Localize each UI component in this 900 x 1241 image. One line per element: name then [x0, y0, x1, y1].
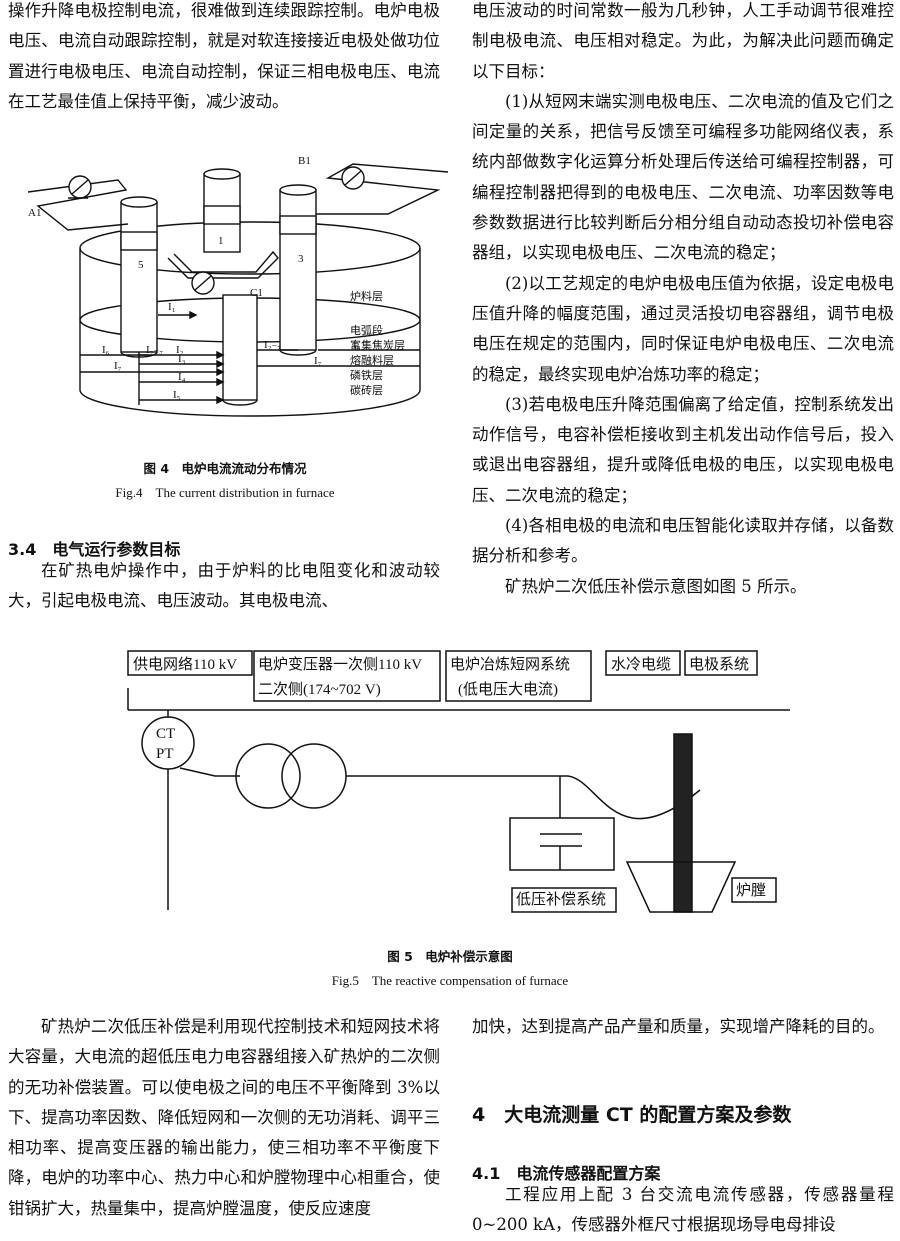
paragraph: 矿热炉二次低压补偿是利用现代控制技术和短网技术将大容量，大电流的超低压电力电容器…: [8, 1017, 440, 1218]
layer-label-arc: 电弧段: [350, 323, 383, 337]
label-I3: I₃: [178, 353, 186, 365]
box-cable: [605, 650, 681, 676]
furnace-shape: [625, 861, 737, 913]
box-transformer-label-2: 二次侧(174~702 V): [258, 681, 381, 698]
goal-3: (3)若电极电压升降范围偏离了给定值，控制系统发出动作信号，电容补偿柜接收到主机…: [472, 394, 894, 505]
furnace-bottom-rim: [79, 389, 421, 417]
left-bottom-text: 矿热炉二次低压补偿是利用现代控制技术和短网技术将大容量，大电流的超低压电力电容器…: [8, 1012, 440, 1224]
box-transformer: [253, 650, 441, 702]
section-3-4-text: 在矿热电炉操作中，由于炉料的比电阻变化和波动较大，引起电极电流、电压波动。其电极…: [8, 556, 440, 617]
layer-label-phosphorus-iron: 磷铁层: [350, 369, 383, 382]
box-shortnet-label-2: (低电压大电流): [458, 681, 558, 698]
goal-4: (4)各相电极的电流和电压智能化读取并存储，以备数据分析和参考。: [472, 516, 894, 566]
box-supply-label: 供电网络110 kV: [133, 656, 237, 673]
figure-5-caption-cn: 图 5 电炉补偿示意图: [387, 949, 513, 964]
label-A1: A1: [28, 207, 41, 219]
layer-label-burden: 炉料层: [350, 289, 383, 303]
paragraph: 矿热炉二次低压补偿示意图如图 5 所示。: [505, 576, 807, 596]
box-shortnet-label-1: 电炉冶炼短网系统: [450, 656, 570, 673]
label-I4: I₄: [178, 371, 186, 383]
figure-4-furnace-diagram: A1 B1 C1 1 3 5 I₁ I₆ I₂₋₇ I₂ I₂₋₇ I₆ I₇ …: [28, 155, 448, 417]
label-I7-left: I₇: [114, 360, 122, 372]
ct-label: CT: [156, 726, 175, 742]
label-C1: C1: [250, 287, 263, 299]
transformer-coil-2-icon: [281, 743, 347, 809]
box-electrode-label: 电极系统: [689, 656, 749, 673]
layer-label-coke: 富集焦炭层: [350, 338, 405, 352]
paragraph: 加快，达到提高产品产量和质量，实现增产降耗的目的。: [472, 1017, 885, 1036]
left-top-text: 操作升降电极控制电流，很难做到连续跟踪控制。电炉电极电压、电流自动跟踪控制，就是…: [8, 0, 440, 117]
right-bottom-text: 加快，达到提高产品产量和质量，实现增产降耗的目的。: [472, 1012, 894, 1042]
section-4-1-heading: 4.1 电流传感器配置方案: [472, 1164, 661, 1183]
electrode-3: [279, 189, 317, 351]
box-supply: [127, 650, 253, 676]
figure-5-compensation-diagram: 供电网络110 kV 电炉变压器一次侧110 kV 二次侧(174~702 V)…: [127, 650, 790, 913]
label-I5: I₅: [173, 389, 181, 401]
busbar-b: [316, 163, 448, 215]
box-cable-label: 水冷电缆: [611, 656, 671, 673]
transformer-coil-1-icon: [235, 743, 301, 809]
label-I7-right: I₇: [314, 355, 322, 367]
goal-2: (2)以工艺规定的电炉电极电压值为依据，设定电极电压值升降的幅度范围，通过灵活投…: [472, 273, 894, 384]
section-4-1-text: 工程应用上配 3 台交流电流传感器，传感器量程 0~200 kA，传感器外框尺寸…: [472, 1180, 894, 1241]
figure-4-caption-en: Fig.4 The current distribution in furnac…: [115, 485, 335, 500]
label-electrode-3: 3: [298, 253, 304, 265]
box-shortnet: [445, 650, 592, 702]
comp-box: [509, 817, 615, 871]
right-top-text: 电压波动的时间常数一般为几秒钟，人工手动调节很难控制电极电流、电压相对稳定。为此…: [472, 0, 894, 602]
box-electrode: [684, 650, 758, 676]
paragraph: 在矿热电炉操作中，由于炉料的比电阻变化和波动较大，引起电极电流、电压波动。其电极…: [8, 561, 440, 611]
electrode-bar: [673, 733, 693, 913]
layer-label-carbon-brick: 碳砖层: [350, 383, 383, 397]
cable-curve: [567, 775, 701, 820]
section-4-heading: 4 大电流测量 CT 的配置方案及参数: [472, 1104, 792, 1126]
label-I27-left: I₂₋₇: [146, 344, 163, 356]
label-I1: I₁: [168, 301, 176, 313]
pt-label: PT: [156, 746, 174, 762]
paragraph: 工程应用上配 3 台交流电流传感器，传感器量程 0~200 kA，传感器外框尺寸…: [472, 1185, 894, 1235]
figure-4-caption-cn: 图 4 电炉电流流动分布情况: [143, 461, 307, 476]
label-I27-right: I₂₋₇: [264, 339, 281, 351]
figure-5-caption-en: Fig.5 The reactive compensation of furna…: [331, 973, 569, 988]
label-electrode-1: 1: [218, 235, 224, 247]
section-3-4-heading: 3.4 电气运行参数目标: [8, 540, 181, 559]
label-I6-left: I₆: [102, 344, 110, 356]
goal-1: (1)从短网末端实测电极电压、二次电流的值及它们之间定量的关系，把信号反馈至可编…: [472, 91, 894, 263]
paragraph: 电压波动的时间常数一般为几秒钟，人工手动调节很难控制电极电流、电压相对稳定。为此…: [472, 1, 894, 81]
paragraph: 操作升降电极控制电流，很难做到连续跟踪控制。电炉电极电压、电流自动跟踪控制，就是…: [8, 1, 440, 111]
label-electrode-5: 5: [138, 259, 144, 271]
label-I2: I₂: [176, 344, 184, 356]
label-I6-right: I₆: [353, 339, 361, 351]
layer-label-molten: 熔融料层: [350, 353, 394, 367]
comp-label: 低压补偿系统: [516, 891, 606, 908]
box-transformer-label-1: 电炉变压器一次侧110 kV: [258, 656, 422, 673]
furnace-label: 炉膛: [736, 882, 766, 899]
label-B1: B1: [298, 155, 311, 167]
